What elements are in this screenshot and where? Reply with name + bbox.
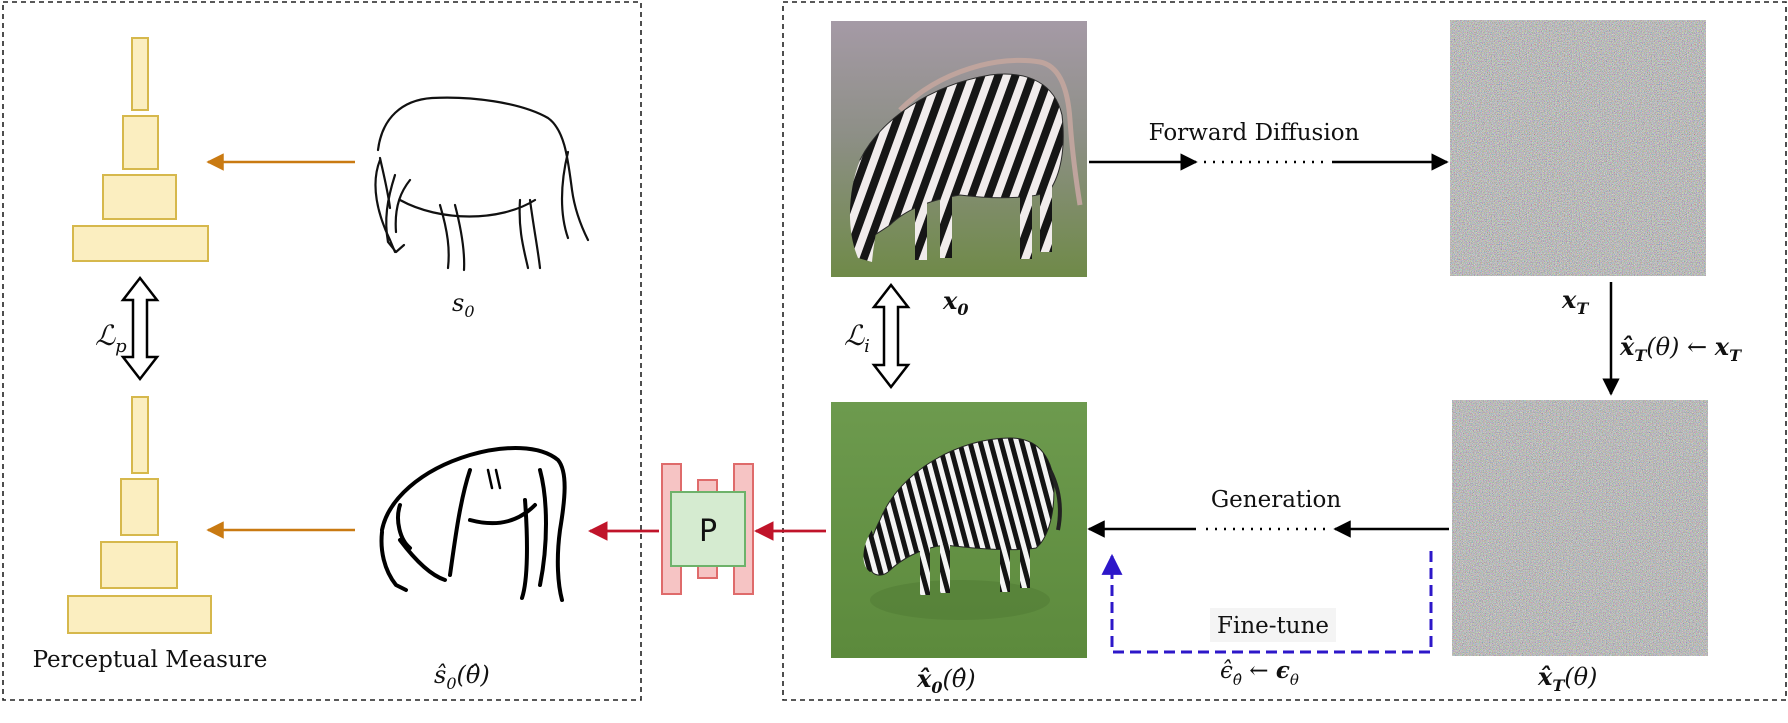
p-label: P xyxy=(699,514,717,549)
eps-equation: ϵ̂θ̂ ← ϵθ xyxy=(1220,657,1299,689)
image-loss-double-arrow xyxy=(871,282,911,390)
p-network-block: P xyxy=(661,463,754,595)
init-equation: x̂T(θ) ← xT xyxy=(1619,332,1742,365)
perceptual-loss-label: ℒp xyxy=(95,319,127,357)
left-panel-frame xyxy=(2,1,642,701)
sketch-bottom-label: ŝ0(θ̂) xyxy=(434,661,490,693)
p-box xyxy=(670,491,746,567)
pyramid-bottom xyxy=(67,396,212,634)
forward-diffusion-label: Forward Diffusion xyxy=(1149,120,1360,146)
x0hat-label: x̂0(θ̂) xyxy=(916,664,976,697)
noise-xThat xyxy=(1452,400,1708,656)
fine-tune-path xyxy=(1101,551,1433,654)
sketch-top-label: s0 xyxy=(452,289,475,321)
perceptual-loss-double-arrow xyxy=(120,275,160,382)
image-loss-label: ℒi xyxy=(844,319,870,357)
pyramid-caption: Perceptual Measure xyxy=(33,647,268,673)
pyramid-top xyxy=(72,37,209,262)
sketch-top xyxy=(374,96,590,272)
noise-xT xyxy=(1450,20,1706,276)
zebra-generated-x0hat xyxy=(831,402,1087,658)
zebra-photo-x0 xyxy=(831,21,1087,277)
xThat-label: x̂T(θ) xyxy=(1537,662,1597,695)
fine-tune-label-bg xyxy=(1210,608,1336,642)
generation-label: Generation xyxy=(1211,487,1342,513)
xT-label: xT xyxy=(1561,285,1589,318)
fine-tune-label: Fine-tune xyxy=(1217,613,1329,639)
sketch-bottom xyxy=(379,446,567,602)
x0-label: x0 xyxy=(942,286,968,319)
right-panel-frame xyxy=(782,1,1787,701)
